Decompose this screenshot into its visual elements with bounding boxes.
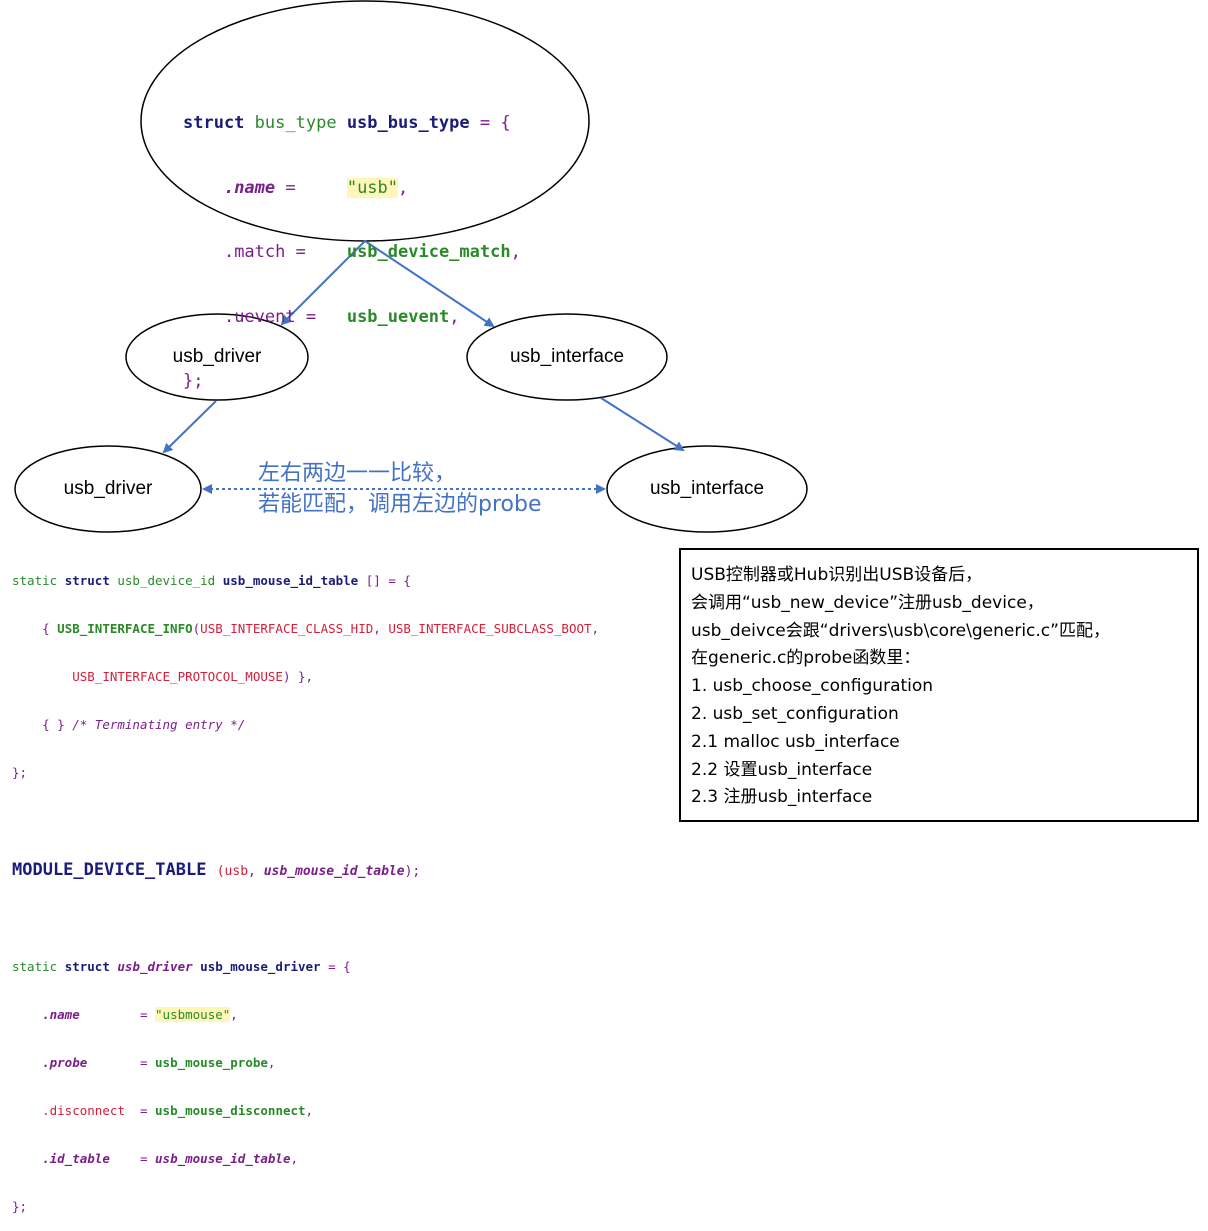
node-label-usb-interface-mid: usb_interface	[509, 346, 625, 367]
diagram-canvas	[14, 0, 808, 533]
usb-interface-low-ellipse	[606, 445, 808, 533]
note-line: 2. usb_set_configuration	[691, 703, 899, 724]
code-eq-brace: = {	[479, 113, 511, 133]
code-var-name: usb_bus_type	[346, 113, 470, 133]
code-field-name-value: "usb"	[346, 177, 399, 198]
code-static: static	[12, 959, 58, 974]
bus-type-code: struct bus_type usb_bus_type = { .name =…	[183, 70, 521, 414]
code-punc: };	[12, 765, 28, 780]
code-punc: {	[42, 621, 50, 636]
code-punc: );	[404, 864, 421, 879]
code-punc: ,	[267, 1055, 276, 1070]
code-punc: =	[139, 1055, 156, 1070]
annotation-line-2: 若能匹配，调用左边的probe	[258, 492, 542, 517]
code-module-arg: usb	[224, 864, 249, 879]
code-field: .probe	[42, 1055, 88, 1070]
code-field: .disconnect	[42, 1103, 125, 1118]
code-field-uevent-eq: =	[305, 306, 317, 327]
usb-interface-mid-ellipse	[466, 313, 668, 401]
code-function: usb_mouse_id_table	[155, 1151, 291, 1166]
code-struct: struct	[64, 573, 110, 588]
code-comma: ,	[398, 177, 409, 198]
code-punc: =	[139, 1151, 156, 1166]
annotation-line-1: 左右两边一一比较，	[258, 461, 457, 486]
node-label-usb-interface-low: usb_interface	[649, 478, 765, 499]
code-punc: ,	[290, 1151, 299, 1166]
code-punc: =	[139, 1103, 156, 1118]
code-field-uevent-value: usb_uevent	[346, 306, 450, 327]
code-punc: [] = {	[365, 573, 411, 588]
code-function: usb_mouse_disconnect	[155, 1103, 306, 1118]
code-type-name: bus_type	[254, 113, 337, 133]
code-comma: ,	[449, 306, 460, 327]
code-const: USB_INTERFACE_PROTOCOL_MOUSE	[72, 669, 283, 684]
note-line: 在generic.c的probe函数里：	[691, 648, 921, 669]
note-line: 2.2 设置usb_interface	[691, 759, 873, 780]
note-line: usb_deivce会跟“drivers\usb\core\generic.c”…	[691, 620, 1110, 641]
code-type: usb_device_id	[117, 573, 216, 588]
code-string: "usbmouse"	[155, 1007, 231, 1022]
code-module-macro: MODULE_DEVICE_TABLE	[12, 860, 207, 880]
code-module-arg: usb_mouse_id_table	[263, 864, 405, 879]
code-struct-keyword: struct	[183, 113, 245, 133]
compare-annotation: 左右两边一一比较， 若能匹配，调用左边的probe	[258, 458, 542, 520]
code-punc: =	[139, 1007, 156, 1022]
code-punc: ,	[305, 1103, 314, 1118]
code-static: static	[12, 573, 58, 588]
code-type: usb_driver	[117, 959, 193, 974]
code-field-match-value: usb_device_match	[346, 242, 511, 262]
note-line: USB控制器或Hub识别出USB设备后，	[691, 565, 983, 585]
arrow-interface-down	[600, 397, 685, 452]
code-const: USB_INTERFACE_CLASS_HID	[200, 621, 374, 636]
code-field-name: .name	[223, 177, 276, 198]
arrow-bus-to-driver	[280, 240, 366, 326]
code-punc: ,	[591, 621, 600, 636]
code-macro: USB_INTERFACE_INFO	[57, 621, 193, 636]
note-line: 2.3 注册usb_interface	[691, 787, 873, 808]
code-id-table-name: usb_mouse_id_table	[222, 573, 359, 588]
code-driver-name: usb_mouse_driver	[200, 959, 321, 974]
notes-box: USB控制器或Hub识别出USB设备后， 会调用“usb_new_device”…	[679, 548, 1199, 822]
code-punc: ) },	[282, 669, 314, 684]
code-comma: ,	[510, 242, 521, 262]
code-punc: (	[216, 864, 225, 879]
note-line: 会调用“usb_new_device”注册usb_device，	[691, 592, 1044, 613]
arrow-bus-to-interface	[364, 240, 495, 328]
code-function: usb_mouse_probe	[155, 1055, 268, 1070]
code-field: .name	[42, 1007, 80, 1022]
note-line: 2.1 malloc usb_interface	[691, 731, 900, 752]
code-const: USB_INTERFACE_SUBCLASS_BOOT	[388, 621, 592, 636]
code-punc: (	[192, 621, 201, 636]
usb-driver-low-ellipse	[14, 445, 202, 533]
code-field-match-eq: =	[295, 242, 306, 262]
code-punc: ,	[373, 621, 389, 636]
code-punc: { }	[42, 717, 65, 732]
code-punc: ,	[248, 864, 264, 879]
code-field-name-eq: =	[285, 177, 296, 198]
code-punc: = {	[328, 959, 351, 974]
node-label-usb-driver-low: usb_driver	[63, 478, 153, 499]
note-line: 1. usb_choose_configuration	[691, 676, 934, 697]
code-closing: };	[183, 371, 204, 391]
code-punc: ,	[230, 1007, 238, 1022]
code-field-uevent: .uevent	[223, 306, 296, 327]
code-comment: /* Terminating entry */	[72, 717, 246, 732]
code-field-match: .match	[223, 242, 286, 262]
code-struct: struct	[64, 959, 110, 974]
arrow-driver-down	[162, 400, 217, 454]
usb-driver-mid-ellipse	[125, 313, 309, 401]
code-field: .id_table	[42, 1151, 110, 1166]
usb-mouse-code: static struct usb_device_id usb_mouse_id…	[12, 541, 599, 1231]
node-label-usb-driver-mid: usb_driver	[172, 346, 262, 367]
code-punc: };	[12, 1199, 28, 1214]
